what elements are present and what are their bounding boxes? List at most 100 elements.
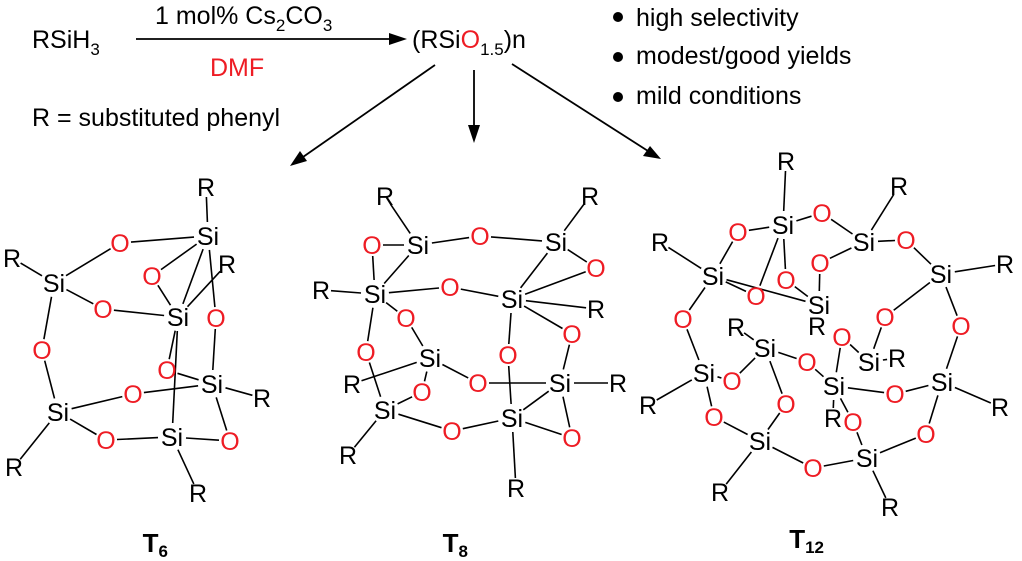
silicon-atom: Si [374,397,396,425]
oxygen-atom: O [803,455,822,483]
r-group: R [376,183,394,211]
oxygen-atom: O [562,425,581,453]
oxygen-atom: O [220,428,239,456]
oxygen-atom: O [896,227,915,255]
bond-line [116,436,159,441]
bullet-icon [613,12,623,22]
bond-line [225,387,253,397]
r-definition: R = substituted phenyl [32,104,280,132]
r-group: R [189,480,207,508]
oxygen-atom: O [951,313,970,341]
bond-line [512,431,517,479]
bond-line [212,328,217,371]
bond-line [913,247,932,265]
reagent: 1 mol% Cs2CO3 [155,2,332,35]
r-group: R [218,251,236,279]
bond-line [43,360,56,399]
oxygen-atom: O [673,306,692,334]
silicon-atom: Si [167,304,189,332]
cage-bonds [19,170,996,499]
silicon-atom: Si [853,229,875,257]
arrow-to-t6 [302,64,436,158]
bond-line [829,247,852,260]
bond-line [686,329,700,361]
arrow-to-t12 [511,63,649,152]
bond-line [525,421,562,436]
bond-line [954,386,992,404]
silicon-atom: Si [930,261,952,289]
silicon-atom: Si [501,286,523,314]
bond-line [460,288,499,298]
oxygen-atom: O [110,230,129,258]
silicon-atom: Si [197,223,219,251]
bond-line [847,387,885,394]
silicon-atom: Si [43,270,65,298]
bond-line [43,296,53,340]
bond-line [361,361,417,382]
oxygen-atom: O [142,263,161,291]
bond-line [423,371,428,382]
silicon-atom: Si [545,229,567,257]
bond-line [171,330,179,424]
bond-line [772,446,804,464]
silicon-atom: Si [856,445,878,473]
r-group: R [651,229,669,257]
silicon-atom: Si [549,370,571,398]
silicon-atom: Si [407,232,429,260]
bond-line [66,288,94,305]
r-group: R [507,475,525,503]
bond-line [143,385,199,394]
bullet-icon [613,52,623,62]
oxygen-atom: O [32,337,51,365]
bond-line [383,254,410,285]
bond-line [20,262,43,277]
bond-line [872,327,883,350]
bond-line [719,241,734,265]
r-group: R [890,173,908,201]
oxygen-atom: O [93,296,112,324]
r-group: R [888,345,906,373]
oxygen-atom: O [157,357,176,385]
feature-item: high selectivity [636,4,799,32]
bond-line [562,396,571,428]
r-group: R [711,479,729,507]
bond-line [823,459,854,467]
oxygen-atom: O [586,255,605,283]
oxygen-atom: O [362,232,381,260]
bond-line [814,368,825,378]
oxygen-atom: O [776,267,795,295]
bond-line [928,395,939,424]
bond-line [442,363,469,379]
oxygen-atom: O [442,418,461,446]
bond-line [462,420,499,430]
bond-line [113,309,165,317]
bond-line [177,449,195,485]
product-formula: (RSiO1.5)n [412,26,526,59]
bond-line [160,243,198,271]
r-group: R [197,174,215,202]
oxygen-atom: O [875,304,894,332]
bond-line [524,271,586,295]
r-group: R [343,371,361,399]
silicon-atom: Si [47,399,69,427]
bond-line [945,336,959,369]
bond-line [769,360,783,394]
bond-line [743,332,755,341]
feature-list: high selectivity modest/good yields mild… [613,4,851,110]
bond-line [723,421,748,436]
oxygen-atom: O [746,283,765,311]
bond-line [567,248,588,263]
oxygen-atom: O [123,381,142,409]
r-group: R [824,405,842,433]
bond-line [688,287,706,311]
bond-line [177,372,199,381]
oxygen-atom: O [797,349,816,377]
bond-line [882,358,888,361]
bond-line [783,238,787,270]
oxygen-atom: O [704,404,723,432]
silicon-atom: Si [858,349,880,377]
oxygen-atom: O [776,391,795,419]
oxygen-atom: O [812,200,831,228]
bond-line [215,397,228,431]
